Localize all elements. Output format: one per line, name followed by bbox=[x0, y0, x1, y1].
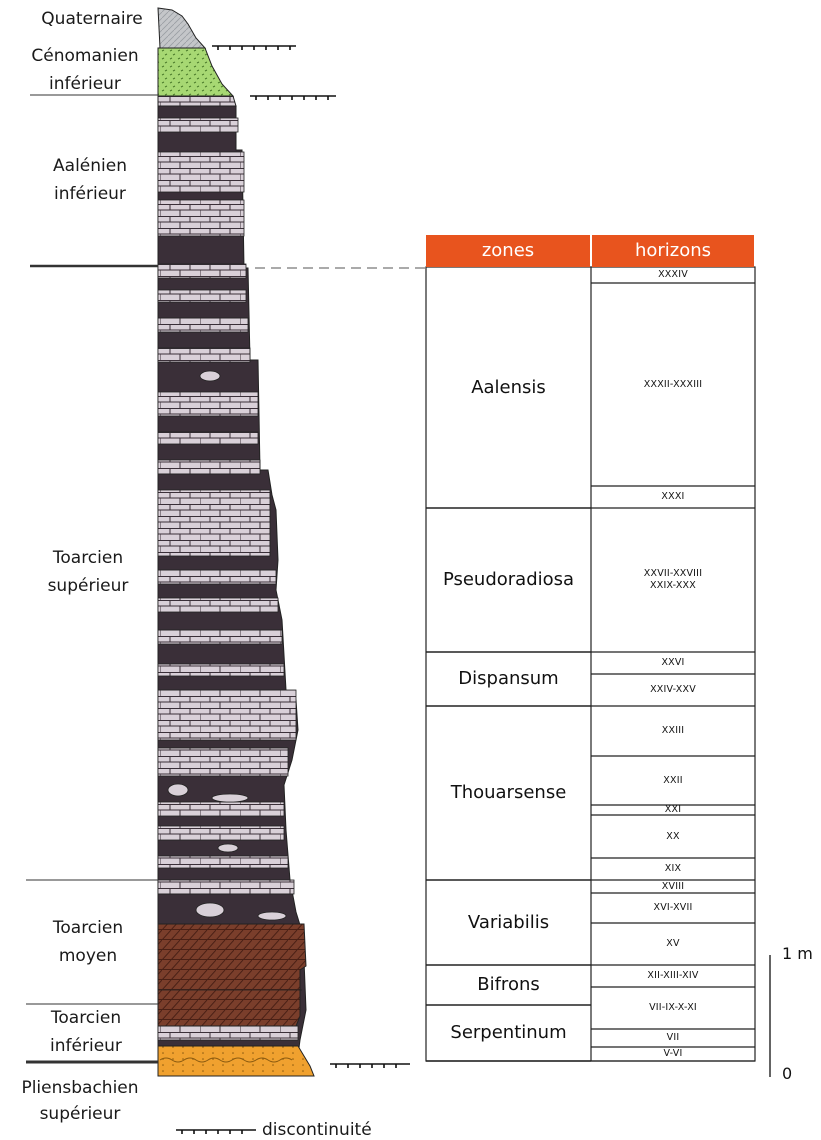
horizon-cell: XV bbox=[591, 938, 755, 950]
horizon-cell: VII bbox=[591, 1032, 755, 1044]
discontinuity-mark-2 bbox=[250, 96, 336, 100]
zone-pseudoradiosa: Pseudoradiosa bbox=[426, 569, 591, 590]
horizon-cell: XIX bbox=[591, 863, 755, 875]
zone-variabilis: Variabilis bbox=[426, 912, 591, 933]
discontinuity-mark-3 bbox=[330, 1064, 410, 1068]
aalenian-top-limestone bbox=[158, 96, 236, 106]
label-aalenien: Aalénien inférieur bbox=[20, 156, 160, 204]
horizon-cell: XII-XIII-XIV bbox=[591, 970, 755, 982]
horizon-cell: XXII bbox=[591, 775, 755, 787]
header-zones: zones bbox=[426, 235, 590, 267]
cenomanian-layer bbox=[158, 48, 233, 96]
scale-top-label: 1 m bbox=[782, 944, 813, 963]
label-quaternaire: Quaternaire bbox=[22, 9, 162, 29]
label-toarcien-moyen: Toarcien moyen bbox=[18, 918, 158, 966]
quaternary-layer bbox=[158, 8, 205, 48]
label-toarcien-superieur: Toarcien supérieur bbox=[18, 548, 158, 596]
horizon-cell: XXIII bbox=[591, 725, 755, 737]
zone-aalensis: Aalensis bbox=[426, 377, 591, 398]
horizon-cell: XXVI bbox=[591, 657, 755, 669]
horizon-cell: XXXI bbox=[591, 491, 755, 503]
label-toarcien-inferieur: Toarcien inférieur bbox=[16, 1008, 156, 1056]
lithologic-column bbox=[158, 8, 314, 1076]
horizon-cell: VII-IX-X-XI bbox=[591, 1002, 755, 1014]
label-pliensbachien: Pliensbachien supérieur bbox=[0, 1078, 160, 1124]
horizon-cell: XXXII-XXXIII bbox=[591, 379, 755, 391]
zone-serpentinum: Serpentinum bbox=[426, 1022, 591, 1043]
horizon-cell: XX bbox=[591, 831, 755, 843]
horizon-cell: XVIII bbox=[591, 881, 755, 893]
zone-bifrons: Bifrons bbox=[426, 974, 591, 995]
horizon-cell: XVI-XVII bbox=[591, 902, 755, 914]
zone-dispansum: Dispansum bbox=[426, 668, 591, 689]
zone-thouarsense: Thouarsense bbox=[426, 782, 591, 803]
horizon-cell: XXI bbox=[591, 804, 755, 816]
legend-discontinuity-label: discontinuité bbox=[262, 1120, 422, 1140]
horizon-cell: XXIV-XXV bbox=[591, 684, 755, 696]
horizon-cell: V-VI bbox=[591, 1048, 755, 1060]
scale-bottom-label: 0 bbox=[782, 1064, 792, 1083]
horizon-cell: XXXIV bbox=[591, 269, 755, 281]
marl-layer bbox=[158, 924, 306, 1026]
legend-discontinuity-symbol bbox=[176, 1130, 256, 1134]
label-cenomanien: Cénomanien inférieur bbox=[10, 46, 160, 94]
discontinuity-mark-1 bbox=[212, 46, 296, 50]
header-horizons: horizons bbox=[592, 235, 754, 267]
